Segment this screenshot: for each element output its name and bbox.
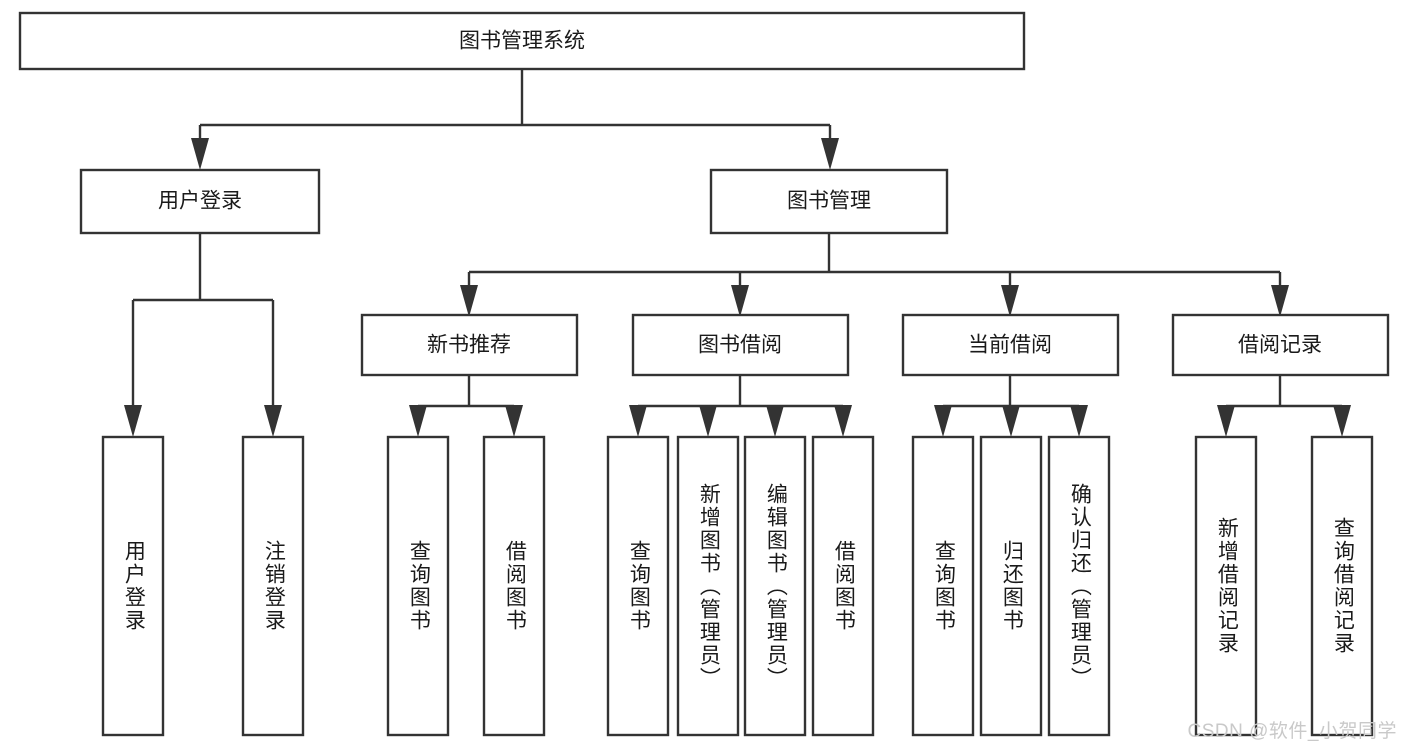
arrow-leaf — [124, 405, 142, 437]
node-book-borrow-label: 图书借阅 — [698, 334, 782, 357]
node-current-borrow-label: 当前借阅 — [968, 334, 1052, 357]
leaf-box[interactable] — [743, 435, 807, 737]
arrow-leaf — [699, 405, 717, 437]
node-user-login-label: 用户登录 — [158, 190, 242, 213]
node-user-login[interactable]: 用户登录 — [79, 168, 321, 235]
connector-record-to-leaves — [1217, 375, 1351, 437]
node-borrow-record[interactable]: 借阅记录 — [1171, 313, 1390, 377]
arrow-leaf — [1070, 405, 1088, 437]
leaf-box[interactable] — [482, 435, 546, 737]
arrow-to-user-login — [191, 138, 209, 170]
arrow-tier3 — [460, 285, 478, 317]
connector-newbook-to-leaves — [409, 375, 523, 437]
node-borrow-record-label: 借阅记录 — [1238, 334, 1322, 357]
connector-bookmanage-to-tier3 — [460, 233, 1289, 317]
arrow-tier3 — [1271, 285, 1289, 317]
leaf-boxes — [101, 435, 1374, 737]
node-new-book-recommend-label: 新书推荐 — [427, 334, 511, 357]
leaf-box[interactable] — [101, 435, 165, 737]
node-new-book-recommend[interactable]: 新书推荐 — [360, 313, 579, 377]
leaf-box[interactable] — [811, 435, 875, 737]
arrow-leaf — [264, 405, 282, 437]
leaf-box[interactable] — [676, 435, 740, 737]
arrow-leaf — [766, 405, 784, 437]
arrow-leaf — [1217, 405, 1235, 437]
connector-userlogin-to-leaves — [124, 233, 282, 437]
arrow-leaf — [934, 405, 952, 437]
node-current-borrow[interactable]: 当前借阅 — [901, 313, 1120, 377]
leaf-box[interactable] — [911, 435, 975, 737]
arrow-tier3 — [731, 285, 749, 317]
arrow-to-book-manage — [821, 138, 839, 170]
leaf-box[interactable] — [979, 435, 1043, 737]
arrow-leaf — [1333, 405, 1351, 437]
csdn-watermark: CSDN @软件_小贺同学 — [1187, 721, 1397, 742]
node-root-label: 图书管理系统 — [459, 30, 585, 53]
node-book-management[interactable]: 图书管理 — [709, 168, 949, 235]
leaf-box[interactable] — [386, 435, 450, 737]
leaf-box[interactable] — [241, 435, 305, 737]
arrow-leaf — [409, 405, 427, 437]
leaf-box[interactable] — [1194, 435, 1258, 737]
connector-root-to-tier2 — [191, 69, 839, 170]
leaf-box[interactable] — [1310, 435, 1374, 737]
arrow-leaf — [629, 405, 647, 437]
arrow-leaf — [505, 405, 523, 437]
arrow-leaf — [1002, 405, 1020, 437]
leaf-box[interactable] — [606, 435, 670, 737]
arrow-leaf — [834, 405, 852, 437]
leaf-box[interactable] — [1047, 435, 1111, 737]
arrow-tier3 — [1001, 285, 1019, 317]
connector-current-to-leaves — [934, 375, 1088, 437]
node-book-management-label: 图书管理 — [787, 190, 871, 213]
connector-borrow-to-leaves — [629, 375, 852, 437]
node-root[interactable]: 图书管理系统 — [18, 11, 1026, 71]
node-book-borrow[interactable]: 图书借阅 — [631, 313, 850, 377]
